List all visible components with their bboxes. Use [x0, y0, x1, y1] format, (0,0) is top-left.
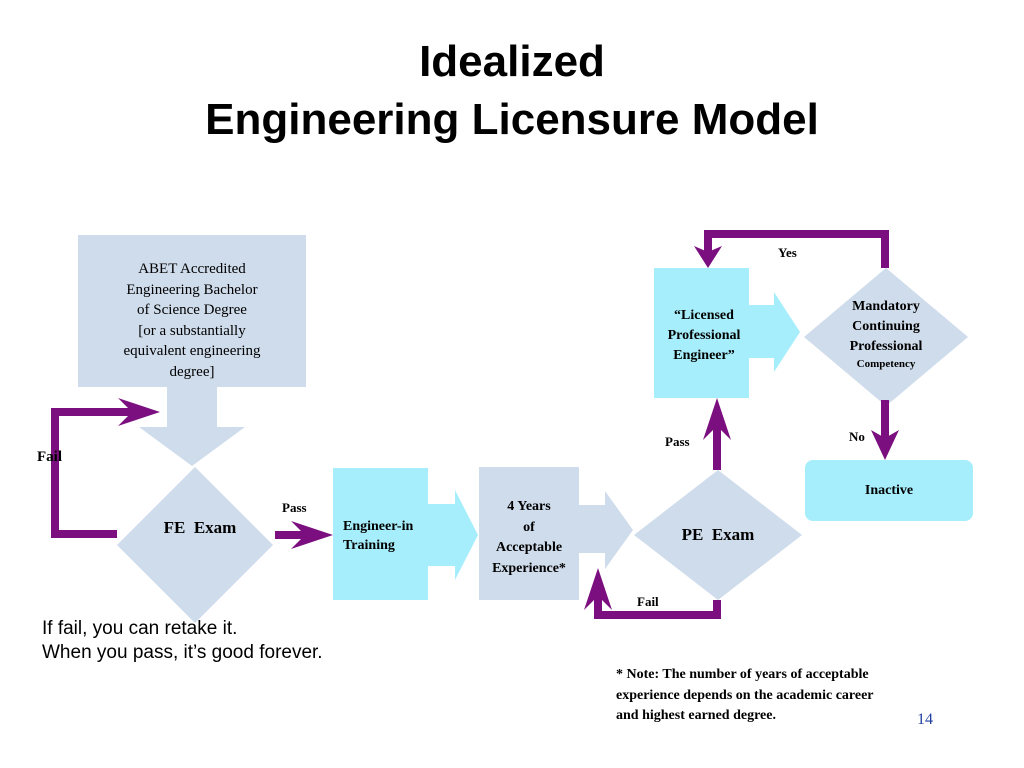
engineer-in-training-label: Engineer-in Training	[343, 517, 453, 555]
footnote-line-2: experience depends on the academic caree…	[616, 687, 874, 703]
licensed-pe-label: “Licensed Professional Engineer”	[654, 306, 754, 366]
fe-fail-arrowhead	[118, 398, 160, 426]
experience-line-3: Acceptable	[495, 540, 563, 555]
mcpc-line-3: Professional	[849, 339, 923, 354]
fe-pass-label: Pass	[282, 500, 307, 515]
abet-line-1: ABET Accredited	[138, 261, 246, 277]
mcpc-yes-label: Yes	[778, 245, 797, 260]
experience-box	[479, 467, 633, 600]
inactive-label: Inactive	[864, 483, 914, 498]
eit-line-1: Engineer-in	[343, 519, 414, 534]
footnote-line-1: * Note: The number of years of acceptabl…	[616, 667, 869, 682]
abet-line-5: equivalent engineering	[123, 343, 261, 359]
retake-line-2: When you pass, it’s good forever.	[42, 642, 323, 663]
mcpc-line-4: Competency	[856, 358, 916, 370]
pe-fail-label: Fail	[637, 594, 659, 609]
footnote: * Note: The number of years of acceptabl…	[616, 665, 956, 727]
retake-note: If fail, you can retake it. When you pas…	[42, 617, 323, 665]
licensed-line-1: “Licensed	[674, 308, 734, 323]
experience-line-2: of	[523, 519, 535, 535]
fe-fail-loop-arrow	[51, 408, 132, 538]
licensed-pe-box	[654, 268, 800, 398]
mcpc-yes-arrowhead	[694, 246, 722, 268]
page-number: 14	[917, 711, 933, 728]
pe-exam-diamond	[634, 470, 802, 600]
mcpc-yes-loop-arrow	[704, 230, 889, 268]
pe-fail-loop-arrow	[594, 590, 721, 619]
mcpc-line-2: Continuing	[852, 319, 920, 334]
experience-line-4: Experience*	[492, 560, 566, 576]
retake-line-1: If fail, you can retake it.	[42, 618, 238, 639]
pe-pass-arrowhead	[703, 398, 731, 440]
mcpc-line-1: Mandatory	[852, 299, 920, 314]
eit-line-2: Training	[343, 538, 395, 553]
abet-line-3: of Science Degree	[137, 302, 247, 318]
fe-pass-arrowhead	[291, 521, 333, 549]
page-title-line-2: Engineering Licensure Model	[205, 95, 819, 144]
pe-exam-label: PE Exam	[681, 525, 755, 544]
mcpc-no-arrowhead	[871, 430, 899, 460]
experience-line-1: 4 Years	[507, 499, 551, 514]
pe-fail-arrowhead	[584, 568, 612, 610]
inactive-box	[805, 460, 973, 521]
page-title-line-1: Idealized	[419, 37, 605, 86]
abet-degree-label: ABET Accredited Engineering Bachelor of …	[88, 259, 296, 382]
abet-line-4: [or a substantially	[138, 322, 246, 339]
footnote-line-3: and highest earned degree.	[616, 708, 776, 723]
licensed-line-2: Professional	[667, 328, 741, 343]
experience-label: 4 Years of Acceptable Experience*	[479, 497, 579, 579]
engineer-in-training-box	[333, 468, 478, 600]
mcpc-diamond	[804, 268, 968, 406]
licensed-line-3: Engineer”	[673, 348, 735, 363]
pe-pass-label: Pass	[665, 434, 690, 449]
fe-fail-label: Fail	[37, 449, 62, 465]
mcpc-no-label: No	[849, 429, 865, 444]
abet-line-2: Engineering Bachelor	[126, 281, 258, 298]
abet-line-6: degree]	[169, 363, 215, 380]
fe-exam-diamond	[117, 467, 273, 623]
mcpc-label: Mandatory Continuing Professional Compet…	[826, 297, 946, 371]
abet-degree-box	[78, 235, 306, 466]
fe-exam-label: FE Exam	[163, 518, 237, 537]
